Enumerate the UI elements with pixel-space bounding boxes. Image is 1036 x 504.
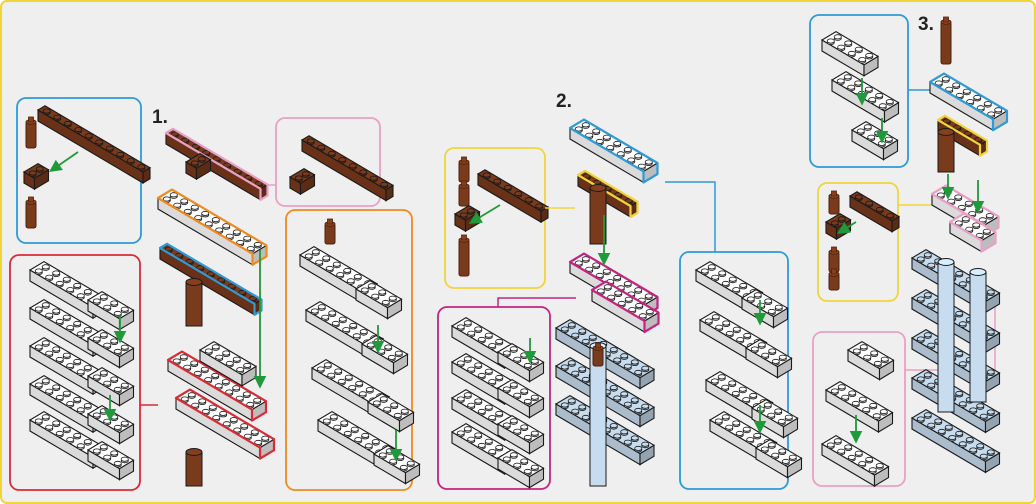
connector-pin-icon (828, 190, 840, 215)
brown-connector-brick (288, 167, 316, 196)
brown-long-beam (848, 191, 901, 233)
green-arrow-icon (468, 204, 501, 224)
brown-column (589, 184, 607, 245)
brown-long-beam (164, 127, 269, 201)
blue-column (969, 268, 987, 403)
connector-pin-icon (458, 180, 470, 207)
connector-pin-icon (828, 246, 840, 273)
brown-column (185, 278, 203, 327)
connector-pin-icon (592, 342, 604, 367)
blue-column (937, 258, 955, 413)
connector-pin-icon (458, 156, 470, 183)
brown-long-beam (300, 135, 395, 202)
white-brick (928, 72, 1009, 132)
green-arrow-icon (836, 221, 857, 234)
brown-long-beam (158, 242, 263, 316)
connector-pin-icon (940, 16, 952, 65)
brown-long-beam (476, 169, 550, 224)
inset-frame-magenta (437, 306, 551, 490)
white-brick (86, 366, 135, 407)
white-brick (304, 300, 385, 360)
brown-connector-brick (184, 152, 212, 181)
white-brick (750, 398, 799, 439)
white-brick (298, 245, 379, 305)
step-1-number: 1. (152, 107, 168, 128)
connector-pin-icon (458, 234, 470, 277)
white-brick (156, 188, 268, 266)
white-brick (354, 279, 403, 320)
white-brick (174, 388, 276, 460)
white-brick (366, 392, 415, 433)
white-brick (568, 118, 659, 184)
white-brick (820, 30, 880, 77)
blue-brick (910, 408, 1001, 474)
white-brick (948, 212, 997, 253)
white-brick (496, 342, 545, 383)
inset-frame-red (9, 254, 141, 491)
inset-frame-pink (275, 117, 381, 207)
connector-pin-icon (25, 196, 37, 229)
white-brick (86, 440, 135, 481)
white-brick (820, 434, 890, 487)
inset-frame-yellow (817, 182, 899, 302)
white-brick (496, 414, 545, 455)
white-brick (198, 340, 258, 387)
step-3-number: 3. (918, 14, 934, 35)
brown-column (185, 448, 203, 487)
white-brick (496, 448, 545, 489)
connector-line (665, 181, 716, 252)
inset-frame-orange (285, 209, 413, 491)
inset-frame-pink (812, 331, 906, 487)
white-brick (166, 350, 268, 422)
white-brick (754, 438, 803, 479)
brown-connector-brick (22, 162, 50, 191)
green-arrow-icon (49, 151, 79, 173)
white-brick (86, 290, 135, 331)
connector-pin-icon (324, 218, 336, 245)
white-brick (850, 120, 899, 161)
connector-pin-icon (828, 268, 840, 291)
white-brick (744, 338, 793, 379)
white-brick (708, 410, 778, 463)
brown-long-beam (36, 105, 152, 184)
step-2-number: 2. (556, 91, 572, 112)
connector-line (497, 297, 576, 307)
white-brick (824, 380, 894, 433)
white-brick (846, 340, 895, 381)
inset-frame-blue (809, 14, 909, 168)
white-brick (590, 280, 660, 334)
brown-column (937, 128, 955, 173)
white-brick (496, 378, 545, 419)
connector-pin-icon (25, 116, 37, 149)
